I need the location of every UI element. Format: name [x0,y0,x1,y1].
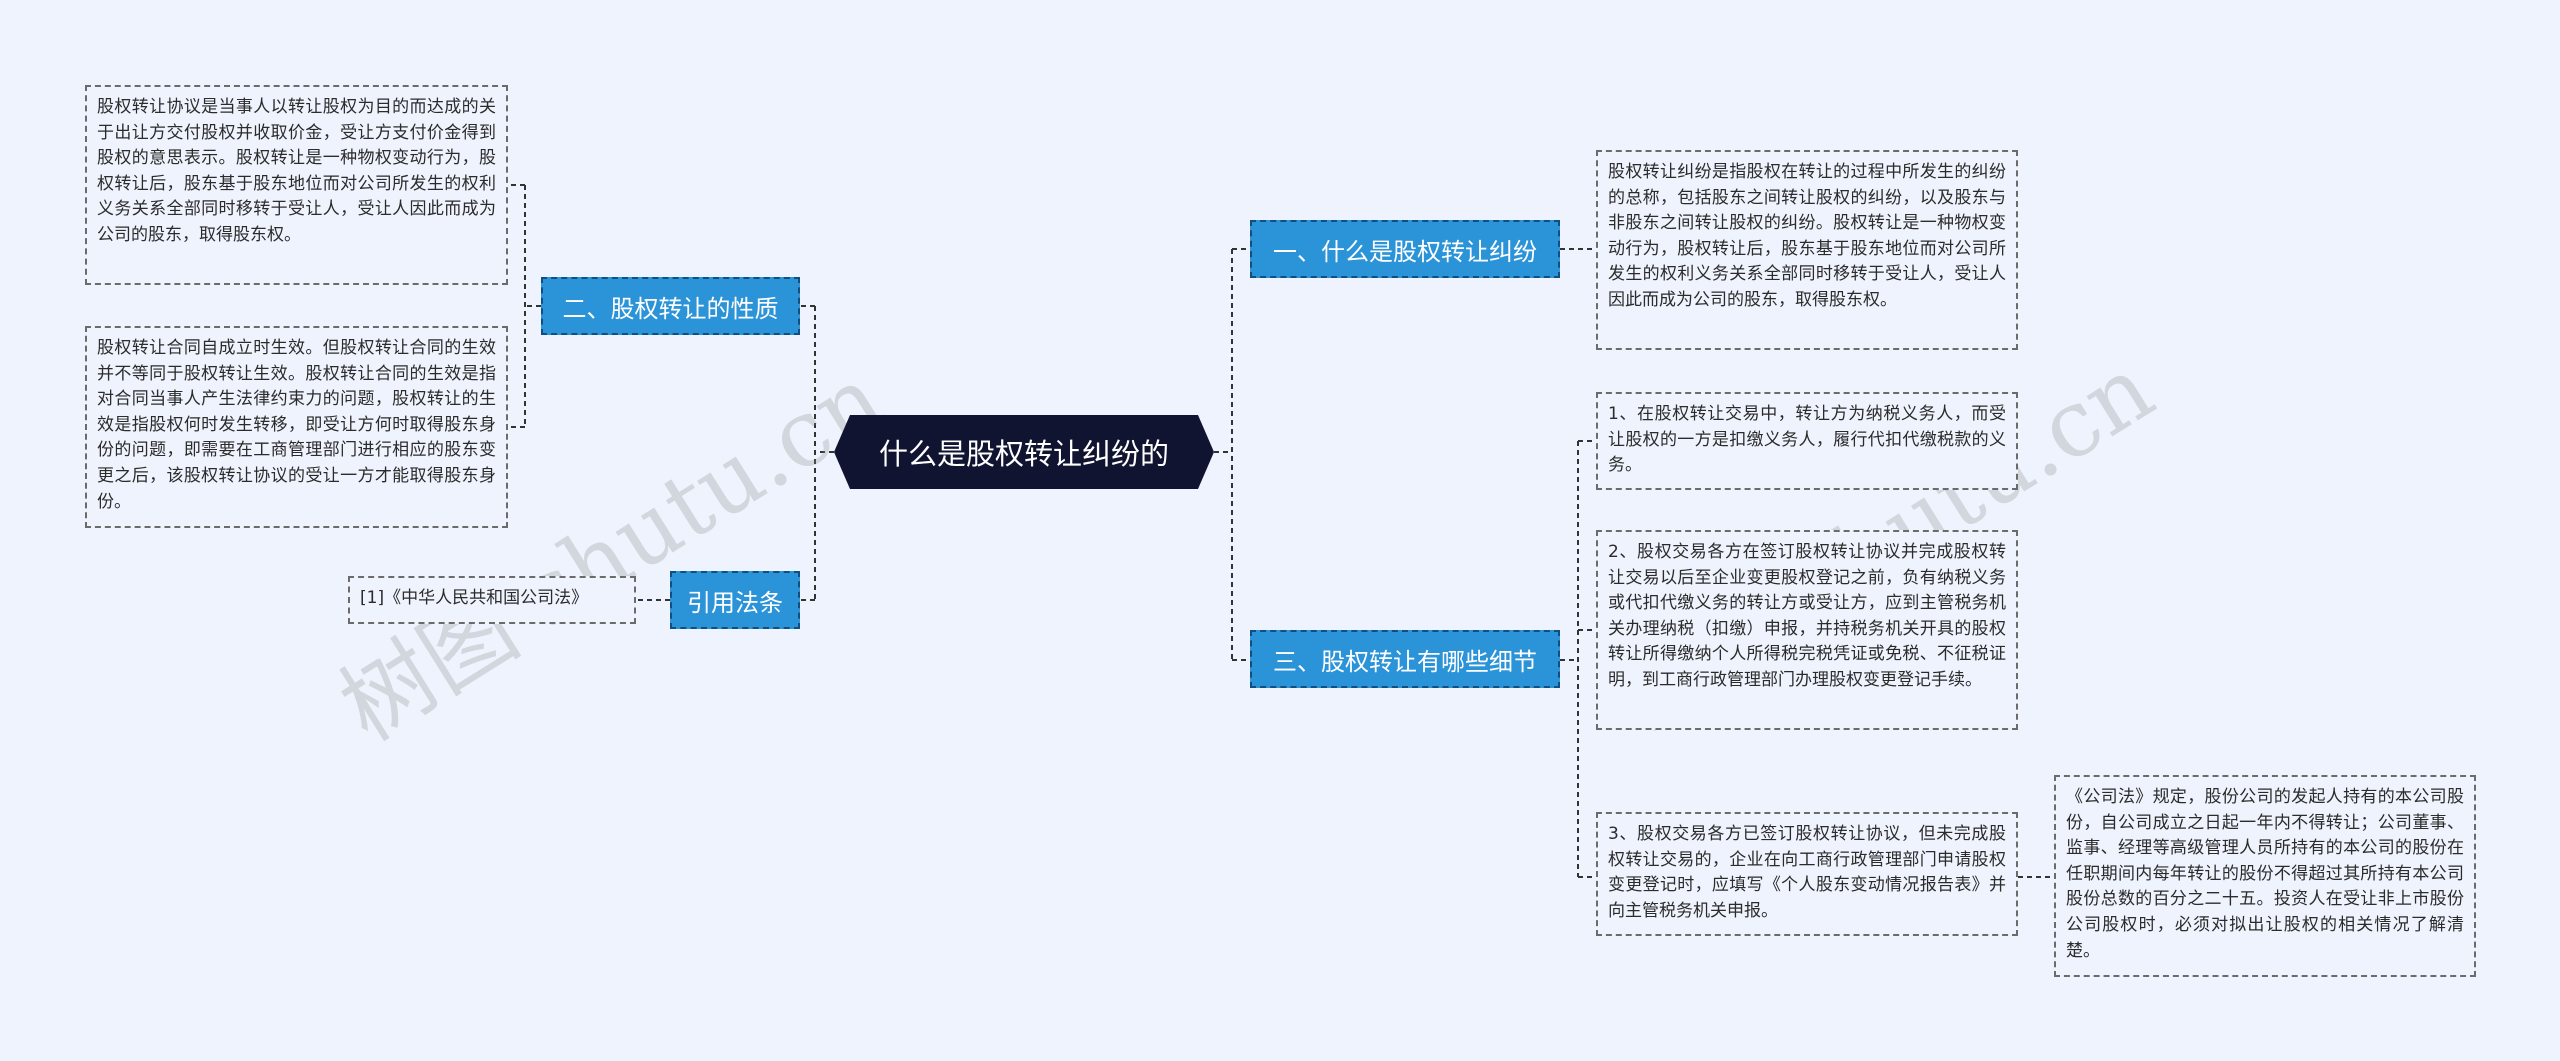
leaf-detail-3: 3、股权交易各方已签订股权转让协议，但未完成股权转让交易的，企业在向工商行政管理… [1596,812,2018,936]
connector-b2-leaves [508,184,541,428]
leaf-law-reference: [1]《中华人民共和国公司法》 [348,576,636,624]
leaf-dispute-definition: 股权转让纠纷是指股权在转让的过程中所发生的纠纷的总称，包括股东之间转让股权的纠纷… [1596,150,2018,350]
connector-root-left [800,305,834,601]
connector-b3-leaves [1560,440,1596,878]
branch-cited-law[interactable]: 引用法条 [670,571,800,629]
leaf-detail-1: 1、在股权转让交易中，转让方为纳税义务人，而受让股权的一方是扣缴义务人，履行代扣… [1596,392,2018,490]
leaf-transfer-agreement: 股权转让协议是当事人以转让股权为目的而达成的关于出让方交付股权并收取价金，受让方… [85,85,508,285]
leaf-detail-2: 2、股权交易各方在签订股权转让协议并完成股权转让交易以后至企业变更股权登记之前，… [1596,530,2018,730]
branch-what-is-dispute[interactable]: 一、什么是股权转让纠纷 [1250,220,1560,278]
root-topic[interactable]: 什么是股权转让纠纷的 [834,415,1214,489]
leaf-company-law-rule: 《公司法》规定，股份公司的发起人持有的本公司股份，自公司成立之日起一年内不得转让… [2054,775,2476,977]
branch-details[interactable]: 三、股权转让有哪些细节 [1250,630,1560,688]
branch-nature[interactable]: 二、股权转让的性质 [541,277,800,335]
connector-root-right [1214,248,1250,661]
leaf-contract-effect: 股权转让合同自成立时生效。但股权转让合同的生效并不等同于股权转让生效。股权转让合… [85,326,508,528]
